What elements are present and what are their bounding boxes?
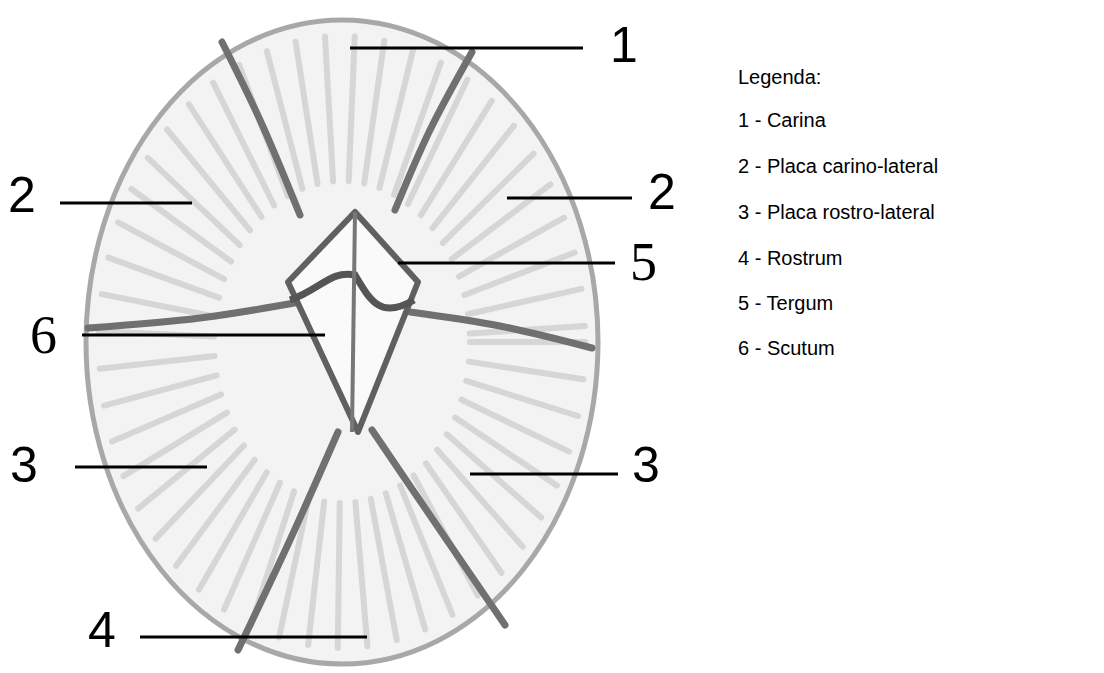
shell-rib — [267, 51, 303, 189]
shell-rib — [468, 289, 581, 314]
plate-suture — [372, 430, 505, 625]
leader-lines — [60, 48, 632, 637]
shell-rib — [108, 258, 219, 298]
callout-number: 2 — [648, 167, 676, 217]
operculum — [288, 212, 418, 432]
callout-number: 1 — [610, 20, 638, 70]
legend-entry: 6 - Scutum — [738, 338, 835, 358]
shell-rib — [102, 294, 216, 317]
shell-rib — [338, 503, 340, 648]
plate-suture — [395, 52, 472, 210]
shell-rib — [104, 375, 217, 405]
legend-entry: 1 - Carina — [738, 110, 826, 130]
callout-number: 3 — [632, 440, 660, 490]
shell-rib — [459, 218, 564, 277]
barnacle-shell — [86, 20, 598, 664]
shell-rib — [364, 41, 384, 184]
shell-rib — [118, 222, 224, 279]
shell-rib — [452, 184, 551, 259]
legend-heading: Legenda: — [738, 67, 821, 87]
shell-rib — [296, 42, 318, 184]
leader-line — [75, 466, 207, 469]
leader-line — [82, 334, 325, 337]
legend-entry: 2 - Placa carino-lateral — [738, 156, 938, 176]
leader-line — [470, 473, 618, 476]
leader-line — [398, 262, 615, 265]
callout-number: 2 — [8, 170, 36, 220]
leader-line — [350, 47, 583, 50]
shell-rib — [355, 502, 367, 646]
plate-suture — [222, 42, 300, 215]
shell-rib — [308, 501, 324, 644]
legend-entry: 4 - Rostrum — [738, 248, 842, 268]
callout-number: 4 — [88, 605, 116, 655]
shell-outline — [86, 20, 598, 664]
callout-number: 5 — [630, 235, 657, 289]
callout-number: 6 — [30, 308, 57, 362]
legend-entry: 3 - Placa rostro-lateral — [738, 202, 935, 222]
shell-rib — [325, 37, 333, 182]
shell-rib — [100, 356, 215, 369]
shell-rib — [213, 83, 274, 206]
shell-rib — [461, 400, 569, 452]
leader-line — [507, 197, 632, 200]
opercular-midline — [352, 212, 355, 432]
shell-rib — [349, 37, 355, 182]
plate-suture — [238, 432, 338, 650]
legend-entry: 5 - Tergum — [738, 293, 833, 313]
plate-suture — [88, 302, 300, 328]
shell-rib — [464, 253, 574, 295]
shell-rib — [371, 499, 397, 640]
shell-rib — [138, 430, 235, 509]
leader-line — [140, 636, 367, 639]
shell-rib — [469, 362, 583, 380]
callout-number: 3 — [10, 440, 38, 490]
leader-line — [60, 202, 192, 205]
shell-rib — [379, 49, 413, 188]
plate-suture — [410, 312, 592, 348]
